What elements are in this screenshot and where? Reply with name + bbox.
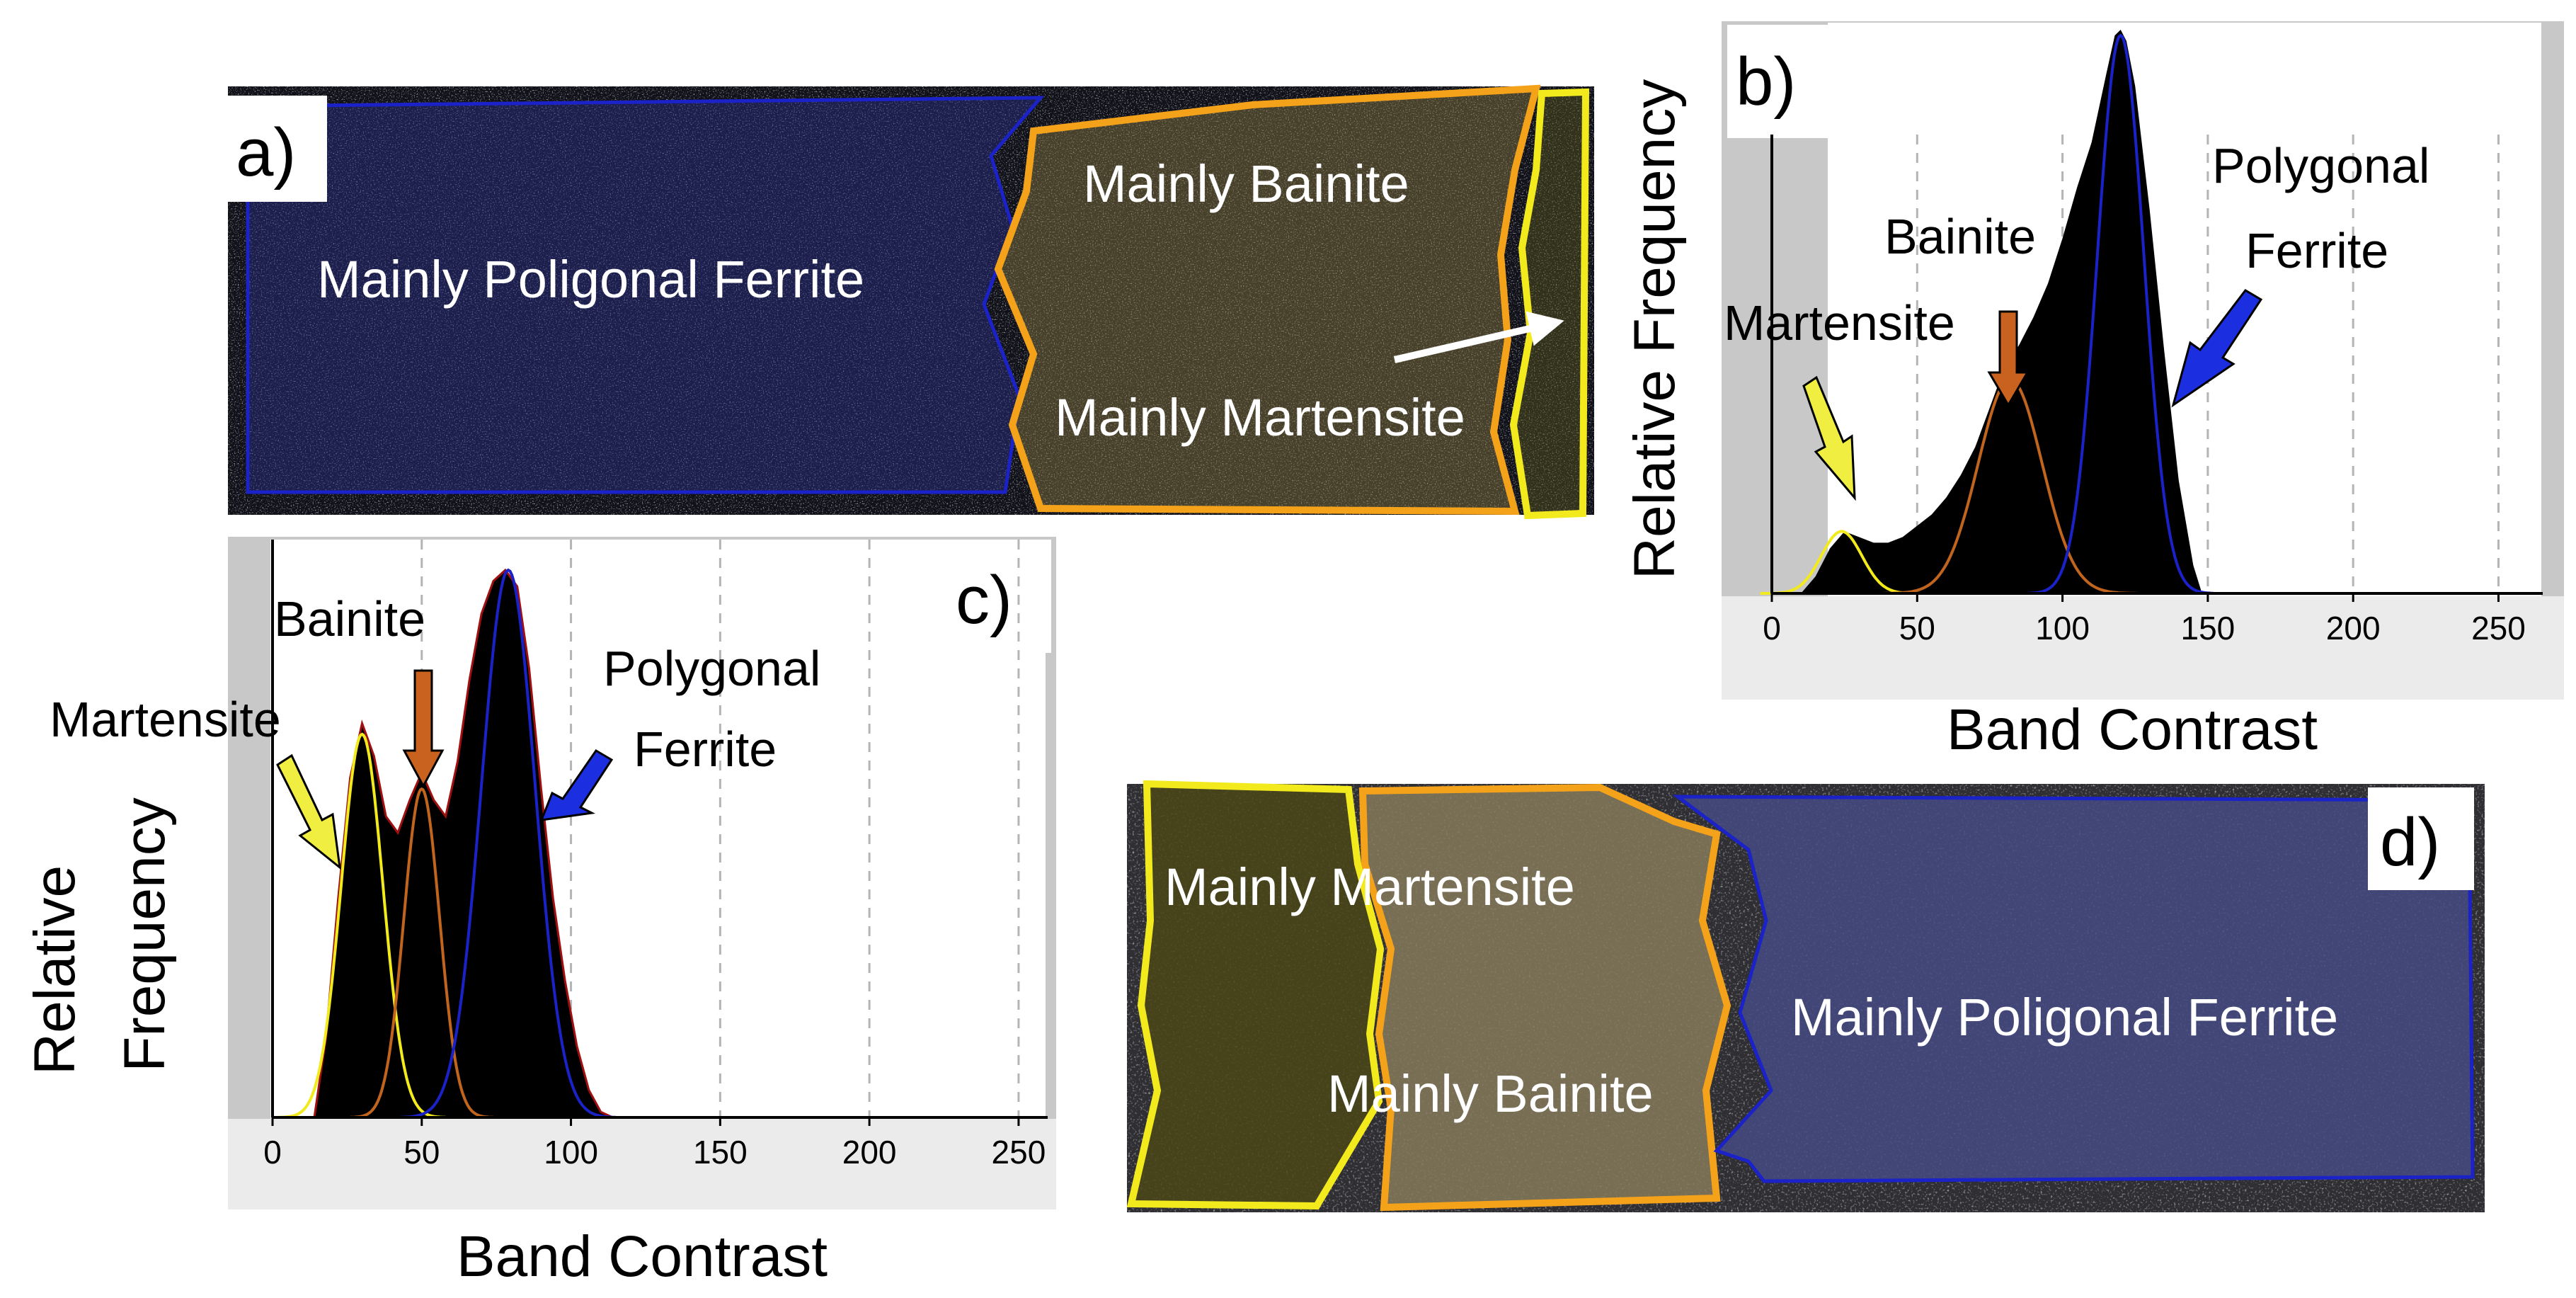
chart-b-arrow-ferrite: [2171, 289, 2263, 408]
fit-polygonal-ferrite: [2027, 33, 2214, 595]
chart-c-xaxis-bg: [228, 1119, 1056, 1209]
chart-c-arrow-martensite: [276, 753, 341, 870]
panel-d-letter: d): [2380, 804, 2440, 880]
x-tick-label-100: 100: [544, 1134, 598, 1171]
region-a-bainite-label: Mainly Bainite: [1083, 154, 1409, 213]
chart-c-annot-bainite: Bainite: [274, 591, 425, 647]
region-d-ferrite-fill: [1678, 797, 2473, 1181]
region-a-martensite-label: Mainly Martensite: [1055, 388, 1465, 447]
chart-c-annot-ferrite: Ferrite: [634, 722, 777, 777]
region-d-bainite-fill: [1363, 787, 1727, 1207]
chart-b-letter: b): [1736, 44, 1796, 120]
chart-b-annot-martensite: Martensite: [1724, 295, 1955, 351]
chart-b-annot-polygonal: Polygonal: [2212, 138, 2429, 193]
micrograph-a-texture: [228, 86, 1594, 515]
panel-d: d) Mainly Martensite Mainly Bainite Main…: [1126, 780, 2485, 1212]
x-tick-label-200: 200: [842, 1134, 897, 1171]
chart-c-plot: 0 50 100 150 200 250: [263, 540, 1048, 1171]
chart-c-annot-martensite: Martensite: [50, 692, 281, 747]
x-tick-label-200: 200: [2326, 610, 2381, 647]
chart-b-xlabel: Band Contrast: [1947, 698, 2318, 762]
region-d-bainite-label: Mainly Bainite: [1327, 1064, 1654, 1123]
chart-c-letter: c): [956, 562, 1012, 638]
chart-c-arrow-bainite: [402, 669, 445, 789]
region-d-martensite-label: Mainly Martensite: [1164, 858, 1575, 916]
region-a-martensite-arrow: [1393, 311, 1564, 363]
region-a-ferrite-outline: [246, 96, 1045, 494]
panel-b: b) 0 50 100 150 200 250 Band Contrast Relativ…: [1622, 21, 2564, 762]
panel-a: a) Mainly Poligonal Ferrite Mainly Baini…: [228, 84, 1594, 520]
chart-c-annot-polygonal: Polygonal: [603, 641, 820, 696]
region-a-ferrite-fill: [248, 98, 1041, 492]
chart-c-xlabel: Band Contrast: [457, 1224, 828, 1289]
chart-c-letter-box: [938, 540, 1051, 653]
x-tick-label-150: 150: [693, 1134, 748, 1171]
x-tick-label-100: 100: [2035, 610, 2090, 647]
chart-b-arrow-bainite: [1987, 310, 2030, 407]
chart-b-letter-box: [1727, 25, 1830, 138]
x-tick-label-150: 150: [2181, 610, 2236, 647]
chart-b-annot-bainite: Bainite: [1884, 209, 2036, 264]
x-tick-label-250: 250: [992, 1134, 1046, 1171]
chart-b-ylabel: Relative Frequency: [1622, 79, 1687, 579]
fit-martensite: [278, 732, 446, 1119]
panel-c: 0 50 100 150 200 250 c) Band Contrast Relativ…: [23, 537, 1056, 1289]
region-a-bainite-outline: [994, 84, 1541, 516]
fit-bainite: [350, 787, 493, 1119]
x-tick-label-50: 50: [1899, 610, 1935, 647]
x-tick-label-0: 0: [263, 1134, 282, 1171]
region-a-bainite-fill: [998, 89, 1536, 511]
chart-b-annot-ferrite: Ferrite: [2245, 223, 2388, 278]
chart-c-arrow-ferrite: [539, 748, 614, 821]
fit-polygonal-ferrite: [401, 568, 616, 1119]
region-d-ferrite-outline: [1672, 795, 2475, 1183]
chart-b-arrow-martensite: [1802, 375, 1856, 501]
panel-d-letter-box: [2368, 787, 2474, 890]
panel-a-letter: a): [236, 115, 296, 190]
region-d-martensite-outline: [1126, 780, 1385, 1210]
region-a-ferrite-label: Mainly Poligonal Ferrite: [317, 250, 864, 309]
region-d-ferrite-label: Mainly Poligonal Ferrite: [1791, 988, 2338, 1047]
chart-b-xaxis-bg: [1722, 596, 2564, 700]
x-tick-label-50: 50: [403, 1134, 440, 1171]
region-d-bainite-outline: [1358, 783, 1731, 1212]
chart-c-ylabel-line2: Frequency: [113, 797, 177, 1071]
x-tick-label-0: 0: [1763, 610, 1781, 647]
x-tick-label-250: 250: [2471, 610, 2526, 647]
region-a-martensite-outline: [1509, 88, 1590, 520]
chart-c-ylabel-line1: Relative: [23, 865, 87, 1075]
histogram-area: [313, 568, 614, 1119]
panel-a-letter-box: [228, 96, 327, 202]
region-d-martensite-fill: [1131, 784, 1380, 1206]
histogram-area: [1801, 30, 2202, 593]
